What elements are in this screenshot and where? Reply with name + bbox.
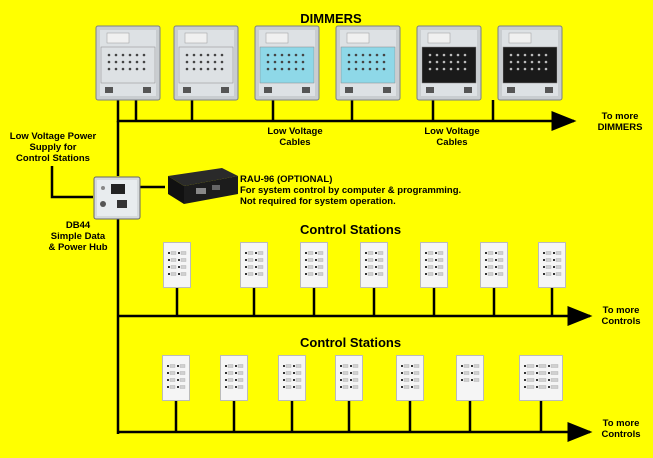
low-voltage-cables-label-2: Low Voltage Cables xyxy=(417,126,487,148)
control-station-row2 xyxy=(220,355,248,401)
dimmer-unit-blue xyxy=(335,25,401,101)
control-station-row2 xyxy=(456,355,484,401)
dimmer-unit-black xyxy=(416,25,482,101)
to-more-dimmers-label: To more DIMMERS xyxy=(593,111,647,133)
label-line: Low Voltage Power xyxy=(9,131,97,142)
db44-label: DB44 Simple Data & Power Hub xyxy=(46,220,110,253)
label-line: Simple Data xyxy=(50,231,106,242)
control-station-row1 xyxy=(420,242,448,288)
dimmer-bus-line xyxy=(116,100,577,131)
label-line: To more xyxy=(602,305,640,316)
control-station-row2 xyxy=(335,355,363,401)
label-line: To more xyxy=(602,418,640,429)
power-supply-label: Low Voltage Power Supply for Control Sta… xyxy=(4,131,102,164)
control-stations-title-1: Control Stations xyxy=(300,222,402,237)
control-station-row2 xyxy=(519,355,563,401)
dimmers-title: DIMMERS xyxy=(300,11,362,26)
rau96-label: RAU-96 (OPTIONAL) For system control by … xyxy=(240,174,461,207)
control-stations-title-2: Control Stations xyxy=(300,335,402,350)
label-line: Cables xyxy=(436,137,468,148)
label-line: DB44 xyxy=(65,220,91,231)
label-line: Low Voltage xyxy=(424,126,480,137)
label-line: & Power Hub xyxy=(48,242,108,253)
dimmer-unit-silver xyxy=(95,25,161,101)
label-line: Supply for xyxy=(29,142,77,153)
label-line: DIMMERS xyxy=(597,122,643,133)
db44-hub xyxy=(93,176,141,220)
label-line: Cables xyxy=(279,137,311,148)
control-station-row2 xyxy=(396,355,424,401)
control-station-row1 xyxy=(240,242,268,288)
label-line: Low Voltage xyxy=(267,126,323,137)
power-supply-line xyxy=(50,166,93,199)
control-station-row1 xyxy=(300,242,328,288)
control-station-row2 xyxy=(278,355,306,401)
control-station-row2 xyxy=(162,355,190,401)
control-station-row1 xyxy=(360,242,388,288)
dimmer-unit-blue xyxy=(254,25,320,101)
control-station-row1 xyxy=(538,242,566,288)
rau96-device xyxy=(168,168,238,204)
low-voltage-cables-label-1: Low Voltage Cables xyxy=(260,126,330,148)
label-line: RAU-96 (OPTIONAL) xyxy=(240,174,333,185)
dimmer-unit-silver xyxy=(173,25,239,101)
label-line: For system control by computer & program… xyxy=(240,185,462,196)
control-station-row1 xyxy=(163,242,191,288)
control-station-row1 xyxy=(480,242,508,288)
label-line: Controls xyxy=(601,316,641,327)
label-line: Control Stations xyxy=(16,153,90,164)
label-line: To more xyxy=(601,111,639,122)
dimmer-unit-black xyxy=(497,25,563,101)
to-more-controls-label-1: To more Controls xyxy=(596,305,646,327)
to-more-controls-label-2: To more Controls xyxy=(596,418,646,440)
label-line: Not required for system operation. xyxy=(240,196,396,207)
label-line: Controls xyxy=(601,429,641,440)
